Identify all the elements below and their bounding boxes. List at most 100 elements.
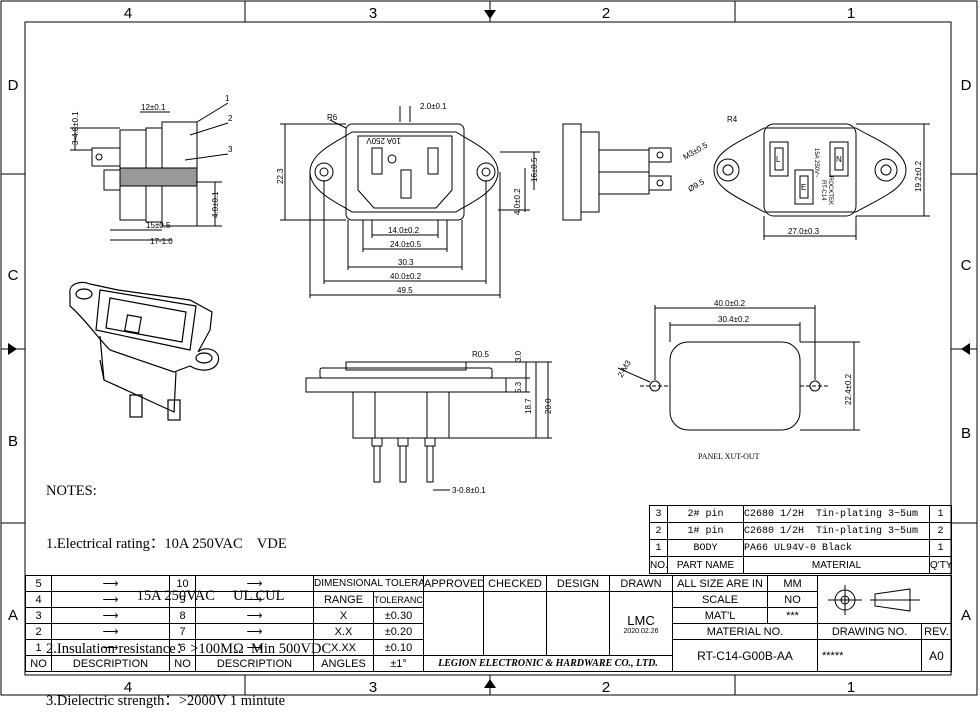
rev-no: 4 — [25, 591, 52, 608]
rev-no: 10 — [169, 575, 196, 592]
drawn-label: DRAWN — [609, 575, 673, 592]
drawn-date: 2020.02.26 — [623, 627, 659, 635]
no-header: NO — [169, 655, 196, 672]
tol-range: RANGE — [313, 591, 374, 608]
company-name: LEGION ELECTRONIC & HARDWARE CO., LTD. — [423, 655, 673, 672]
parts-header: NO. PART NAME MATERIAL Q'TY — [649, 556, 952, 574]
size-value: MM — [767, 575, 818, 592]
rear-mark: N — [836, 155, 842, 164]
row-label: B — [961, 425, 971, 442]
header-name: PART NAME — [667, 556, 744, 574]
front-view — [280, 106, 540, 298]
tol-value: ±0.20 — [373, 623, 424, 640]
row-label: A — [961, 607, 971, 624]
rev-value: A0 — [921, 639, 952, 672]
rev-desc: ⟶ — [195, 639, 314, 656]
desc-header: DESCRIPTION — [51, 655, 170, 672]
front-dim: 40.0±0.2 — [390, 272, 422, 281]
parts-list: 3 2# pin C2680 1/2H Tin-plating 3~5um 1 … — [649, 505, 952, 574]
row-label: B — [8, 433, 18, 450]
rev-no: 1 — [25, 639, 52, 656]
rev-no: 2 — [25, 623, 52, 640]
scale-label: SCALE — [672, 591, 768, 608]
material-no-label: MATERIAL NO. — [672, 623, 818, 640]
rear-dim: 27.0±0.3 — [788, 227, 820, 236]
callout-2: 2 — [228, 114, 233, 123]
rear-mark: 15A 250V~ — [813, 148, 819, 178]
col-label: 4 — [124, 679, 132, 696]
matl-value: *** — [767, 607, 818, 624]
rev-desc: ⟶ — [51, 623, 170, 640]
part-name: 2# pin — [667, 505, 744, 523]
tol-range: ANGLES — [313, 655, 374, 672]
part-material: PA66 UL94V-0 Black — [743, 539, 930, 557]
side-view-2 — [562, 123, 672, 221]
bottom-dim: 3.0 — [514, 350, 523, 362]
col-label: 1 — [847, 679, 855, 696]
col-label: 2 — [602, 5, 610, 22]
tol-range: X — [313, 607, 374, 624]
bottom-dim: 20.0 — [544, 398, 553, 414]
desc-header: DESCRIPTION — [195, 655, 314, 672]
side-dim: 17-1.0 — [150, 237, 173, 246]
rev-desc: ⟶ — [195, 607, 314, 624]
part-no: 2 — [649, 522, 668, 540]
bottom-dim: 3-0.8±0.1 — [452, 486, 486, 495]
part-material: C2680 1/2H Tin-plating 3~5um — [743, 505, 930, 523]
rev-desc: ⟶ — [195, 591, 314, 608]
bottom-dim: R0.5 — [472, 350, 489, 359]
parts-row: 1 BODY PA66 UL94V-0 Black 1 — [649, 539, 952, 557]
panel-caption: PANEL XUT-OUT — [698, 452, 760, 461]
rev-desc: ⟶ — [51, 591, 170, 608]
side-dim: 3-4.8±0.1 — [71, 111, 80, 145]
panel-cutout — [617, 305, 860, 431]
parts-row: 2 1# pin C2680 1/2H Tin-plating 3~5um 2 — [649, 522, 952, 540]
row-label: D — [8, 77, 19, 94]
panel-dim: 22.4±0.2 — [844, 373, 853, 405]
rear-view — [713, 123, 930, 240]
rev-desc: ⟶ — [51, 639, 170, 656]
design-label: DESIGN — [546, 575, 610, 592]
part-no: 3 — [649, 505, 668, 523]
front-dim: 4.0±0.2 — [513, 188, 522, 215]
side-dim: 12±0.1 — [141, 103, 166, 112]
col-label: 3 — [369, 5, 377, 22]
front-dim: 49.5 — [397, 286, 413, 295]
design-cell — [546, 591, 610, 656]
front-mark: 10A 250V — [366, 136, 401, 145]
side-section-view — [70, 102, 229, 241]
note-line: 3.Dielectric strength：>2000V 1 mintute — [46, 693, 286, 709]
rev-desc: ⟶ — [195, 623, 314, 640]
col-label: 1 — [847, 5, 855, 22]
bottom-view — [305, 361, 552, 491]
front-dim: R6 — [327, 113, 338, 122]
callout-1: 1 — [225, 94, 230, 103]
tol-value: ±0.30 — [373, 607, 424, 624]
checked-cell — [483, 591, 547, 656]
part-qty: 2 — [929, 522, 952, 540]
rear-mark: L — [776, 155, 781, 164]
header-material: MATERIAL — [743, 556, 930, 574]
title-block: 5⟶ 10⟶ DIMENSIONAL TOLERANCES APPROVED C… — [25, 575, 952, 672]
row-label: D — [961, 77, 972, 94]
tol-value: TOLERANCE — [373, 591, 424, 608]
matl-label: MAT'L — [672, 607, 768, 624]
no-header: NO — [25, 655, 52, 672]
rev-label: REV. — [921, 623, 952, 640]
isometric-view — [69, 281, 220, 421]
front-dim: 2.0±0.1 — [420, 102, 447, 111]
bottom-dim: 5.3 — [514, 381, 523, 393]
tol-value: ±0.10 — [373, 639, 424, 656]
front-dim: 14.0±0.2 — [388, 226, 420, 235]
parts-row: 3 2# pin C2680 1/2H Tin-plating 3~5um 1 — [649, 505, 952, 523]
col-label: 2 — [602, 679, 610, 696]
header-qty: Q'TY — [929, 556, 952, 574]
front-dim: 16±0.5 — [530, 157, 539, 182]
scale-value: NO — [767, 591, 818, 608]
tol-value: ±1° — [373, 655, 424, 672]
projection-cell — [817, 575, 952, 624]
callout-3: 3 — [228, 145, 233, 154]
rear-mark: E — [801, 183, 806, 192]
row-label: C — [961, 257, 972, 274]
part-qty: 1 — [929, 505, 952, 523]
